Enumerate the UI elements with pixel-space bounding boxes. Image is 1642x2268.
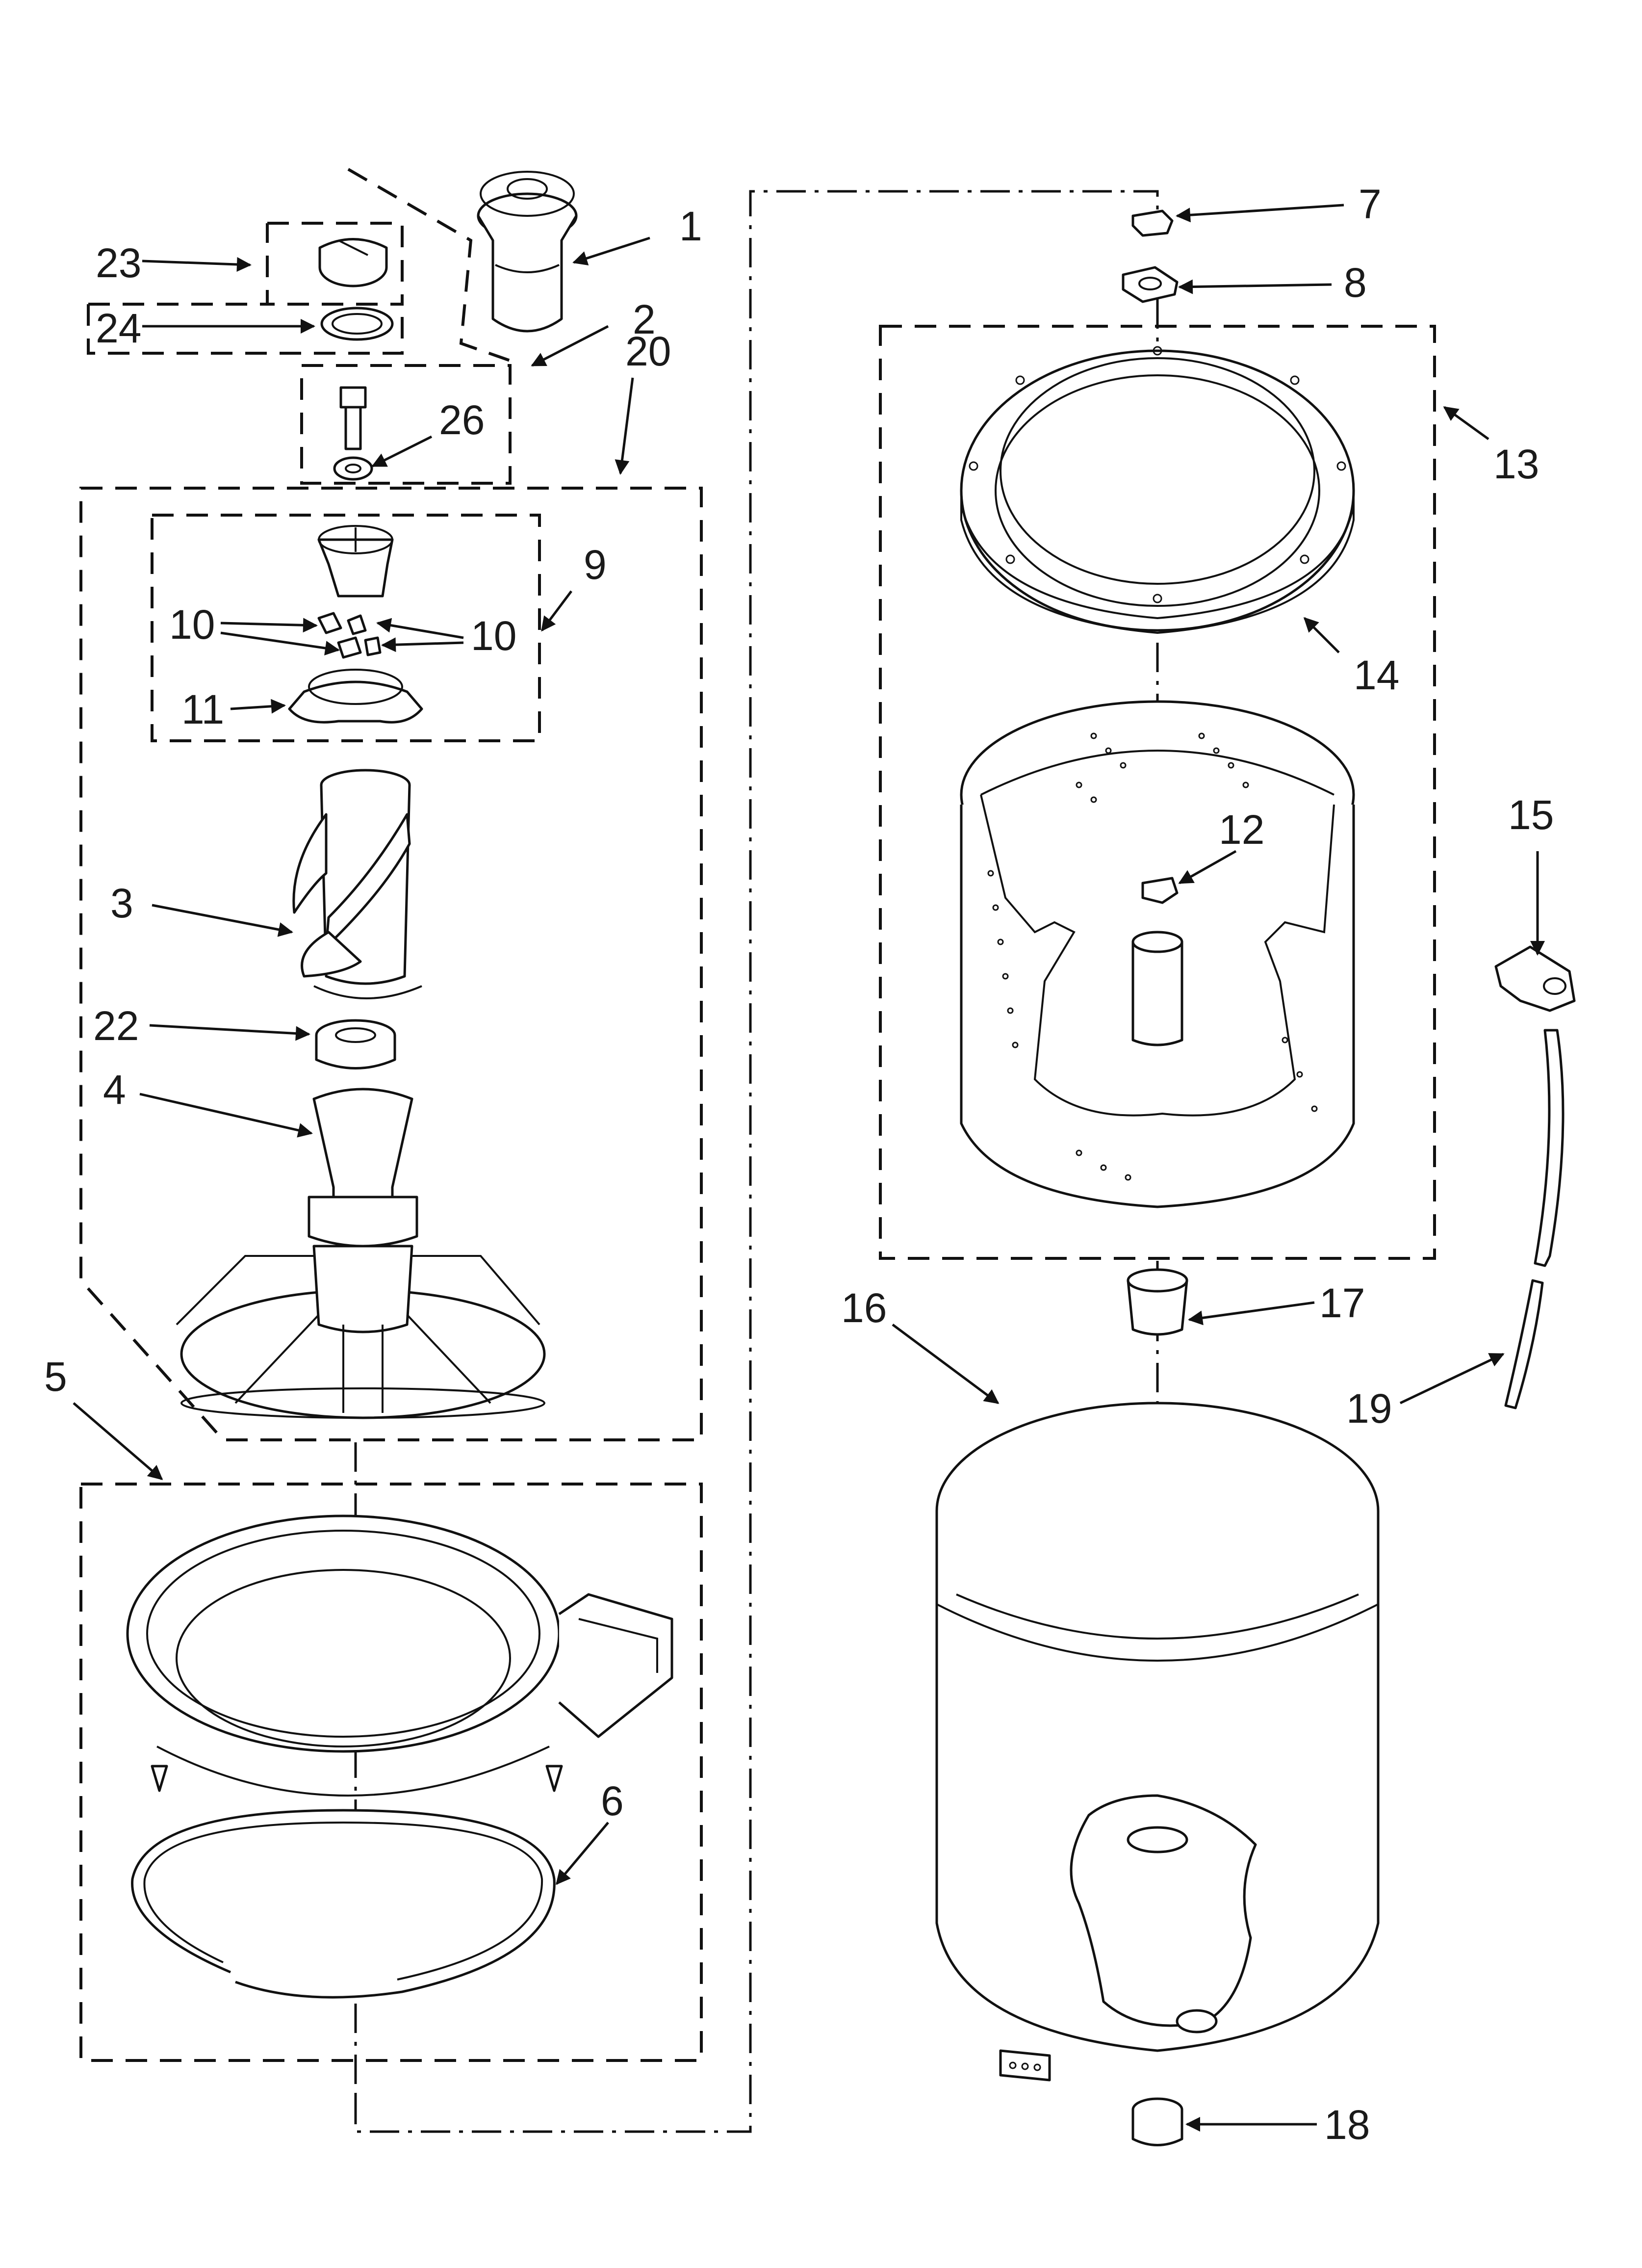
part-23-cap	[318, 238, 388, 287]
callout-3: 3	[110, 880, 133, 926]
callout-5: 5	[44, 1354, 67, 1400]
callout-24: 24	[96, 305, 141, 351]
box-5	[79, 1483, 703, 2062]
part-15-clip	[1494, 945, 1576, 1012]
callout-11: 11	[181, 686, 224, 732]
part-16-outer-tub	[935, 1402, 1380, 2082]
callout-1: 1	[679, 203, 702, 249]
part-5-tub-ring	[126, 1514, 673, 1851]
box-9	[151, 514, 541, 742]
part-19-hose	[1504, 1029, 1565, 1409]
part-11-dog	[288, 669, 423, 724]
callout-20: 20	[625, 328, 671, 374]
route-line	[354, 190, 1159, 2133]
callout-18: 18	[1324, 2102, 1370, 2148]
callout-2: 2	[633, 296, 656, 342]
box-20	[79, 487, 703, 1441]
callout-15: 15	[1508, 792, 1554, 838]
part-24-ring	[320, 307, 394, 341]
callout-13: 13	[1493, 441, 1539, 487]
part-9-cam	[317, 525, 394, 659]
callout-labels: 1 2 20 23 24 26 9 10 10 11 3 22 4 5 6 7 …	[44, 181, 1554, 2148]
leader-lines	[73, 204, 1545, 2132]
part-4-agitator-base	[176, 1088, 546, 1419]
callout-8: 8	[1344, 260, 1367, 306]
part-basket	[960, 700, 1355, 1208]
part-2-bolt	[333, 386, 373, 481]
part-6-wire-ring	[131, 1809, 556, 1999]
callout-12: 12	[1219, 807, 1264, 853]
part-7-clip	[1131, 209, 1174, 237]
callout-23: 23	[96, 240, 141, 286]
callout-7: 7	[1359, 181, 1382, 227]
callout-16: 16	[841, 1285, 887, 1331]
callout-4: 4	[103, 1067, 126, 1113]
callout-14: 14	[1354, 652, 1399, 698]
callout-10-right: 10	[471, 613, 516, 659]
part-22-bearing	[315, 1019, 396, 1069]
part-14-balance-ring	[960, 346, 1355, 634]
callout-10-left: 10	[169, 601, 215, 648]
box-24	[87, 223, 404, 355]
callout-6: 6	[601, 1778, 624, 1824]
box-2-26	[300, 364, 512, 485]
callout-9: 9	[584, 542, 607, 588]
callout-26: 26	[439, 397, 485, 443]
callout-22: 22	[93, 1003, 139, 1049]
part-8-nut	[1122, 266, 1179, 303]
part-17-hub	[1127, 1268, 1188, 1336]
callout-19: 19	[1346, 1385, 1392, 1432]
box-23	[267, 222, 404, 306]
part-18-plug	[1131, 2097, 1183, 2146]
dispenser-link	[347, 168, 511, 362]
part-3-auger	[292, 769, 422, 999]
part-1-dispenser	[477, 171, 578, 333]
callout-17: 17	[1319, 1280, 1365, 1326]
